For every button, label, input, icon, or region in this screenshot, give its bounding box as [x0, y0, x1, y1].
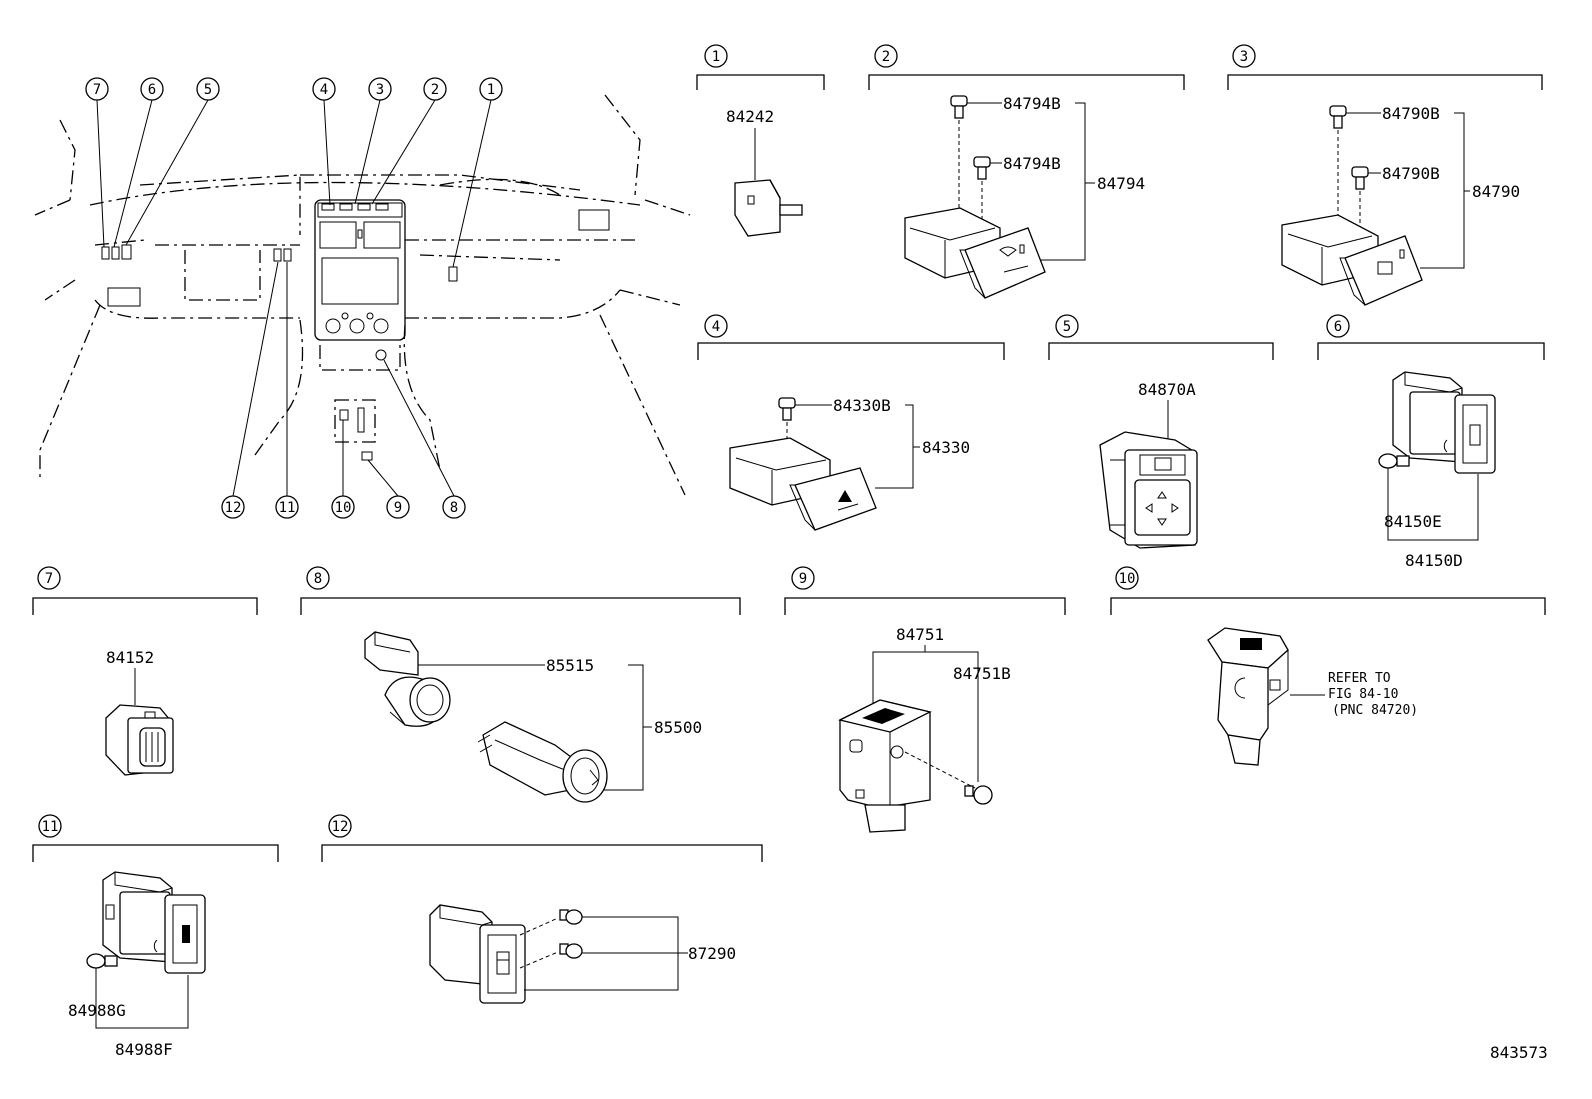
part-85515: 85515: [546, 656, 594, 675]
group-10: 10 REFER TO FIG 84-10 (PNC 84720): [1110, 566, 1546, 766]
overview-callout-9: 9: [386, 495, 410, 519]
overview-callout-12: 12: [221, 495, 245, 519]
bulb-84790B-upper: [1329, 105, 1347, 129]
svg-text:10: 10: [1119, 571, 1136, 587]
reference-line-1: REFER TO: [1328, 671, 1391, 686]
overview-callout-11: 11: [275, 495, 299, 519]
svg-text:1: 1: [487, 82, 495, 98]
switch-87290-shape: [429, 904, 526, 1004]
switch-84330-shape: [729, 437, 877, 531]
overview-callout-7: 7: [85, 77, 109, 101]
part-84794B-upper: 84794B: [1003, 94, 1061, 113]
part-84794B-lower: 84794B: [1003, 154, 1061, 173]
svg-text:5: 5: [1063, 319, 1071, 335]
part-84794: 84794: [1097, 174, 1145, 193]
switch-84988F-shape: [102, 871, 206, 974]
group-1: 1 84242: [696, 44, 825, 237]
bulb-84988G: [86, 953, 118, 969]
part-84150D: 84150D: [1405, 551, 1463, 570]
group-12: 12 87290: [321, 814, 763, 1004]
part-84330: 84330: [922, 438, 970, 457]
part-84751B: 84751B: [953, 664, 1011, 683]
part-84751: 84751: [896, 625, 944, 644]
switch-84150D-shape: [1392, 371, 1496, 474]
svg-text:6: 6: [148, 82, 156, 98]
svg-text:4: 4: [320, 82, 328, 98]
bulb-84794B-upper: [950, 95, 968, 119]
part-84988G: 84988G: [68, 1001, 126, 1020]
bulb-87290-lower: [559, 943, 583, 959]
reference-line-3: (PNC 84720): [1332, 703, 1418, 718]
switch-84242-shape: [734, 179, 803, 237]
part-84790: 84790: [1472, 182, 1520, 201]
part-84988F: 84988F: [115, 1040, 173, 1059]
bulb-84794B-lower: [973, 156, 991, 180]
socket-85515-shape: [364, 631, 451, 727]
overview-callout-10: 10: [331, 495, 355, 519]
bulb-84790B-lower: [1351, 166, 1369, 190]
switch-84870A-shape: [1099, 431, 1198, 549]
overview-callout-5: 5: [196, 77, 220, 101]
switch-84751-shape: [838, 699, 932, 833]
lighter-85500-shape: [477, 721, 608, 803]
overview-callout-4: 4: [312, 77, 336, 101]
group-8: 8 85515 85500: [300, 566, 741, 803]
svg-text:7: 7: [93, 82, 101, 98]
svg-text:12: 12: [332, 819, 349, 835]
svg-text:9: 9: [799, 571, 807, 587]
svg-text:11: 11: [279, 500, 296, 516]
part-84150E: 84150E: [1384, 512, 1442, 531]
part-84152: 84152: [106, 648, 154, 667]
part-84790B-lower: 84790B: [1382, 164, 1440, 183]
svg-text:3: 3: [376, 82, 384, 98]
reference-line-2: FIG 84-10: [1328, 687, 1398, 702]
part-84790B-upper: 84790B: [1382, 104, 1440, 123]
svg-text:2: 2: [431, 82, 439, 98]
bulb-87290-upper: [559, 909, 583, 925]
svg-text:6: 6: [1334, 319, 1342, 335]
svg-text:8: 8: [314, 571, 322, 587]
dashboard-overview: [34, 94, 691, 497]
bulb-84751B: [964, 785, 993, 805]
svg-text:4: 4: [712, 319, 720, 335]
svg-text:2: 2: [882, 49, 890, 65]
group-9: 9 84751 84751B: [784, 566, 1066, 833]
switch-84720-shape: [1207, 627, 1289, 766]
part-84870A: 84870A: [1138, 380, 1196, 399]
part-84330B: 84330B: [833, 396, 891, 415]
switch-84794-shape: [904, 207, 1046, 299]
part-87290: 87290: [688, 944, 736, 963]
group-2: 2 84794B 84794B 84794: [868, 44, 1185, 299]
svg-text:10: 10: [335, 500, 352, 516]
svg-text:5: 5: [204, 82, 212, 98]
group-4: 4 84330B 84330: [697, 314, 1005, 531]
svg-text:8: 8: [450, 500, 458, 516]
svg-text:7: 7: [45, 571, 53, 587]
switch-84790-shape: [1281, 214, 1423, 306]
part-85500: 85500: [654, 718, 702, 737]
bulb-84150E: [1378, 453, 1410, 469]
overview-callout-3: 3: [368, 77, 392, 101]
overview-callout-2: 2: [423, 77, 447, 101]
overview-callout-6: 6: [140, 77, 164, 101]
group-6: 6 84150E 84150D: [1317, 314, 1545, 570]
overview-callout-8: 8: [442, 495, 466, 519]
part-84242: 84242: [726, 107, 774, 126]
svg-text:9: 9: [394, 500, 402, 516]
overview-callout-1: 1: [479, 77, 503, 101]
svg-text:12: 12: [225, 500, 242, 516]
diagram-id: 843573: [1490, 1043, 1548, 1062]
group-7: 7 84152: [32, 566, 258, 776]
svg-text:1: 1: [712, 49, 720, 65]
bulb-84330B: [778, 397, 796, 421]
group-3: 3 84790B 84790B 84790: [1227, 44, 1543, 306]
switch-84152-shape: [105, 704, 174, 776]
group-5: 5 84870A: [1048, 314, 1274, 549]
group-11: 11 84988G 84988F: [32, 814, 279, 1059]
svg-text:11: 11: [42, 819, 59, 835]
svg-text:3: 3: [1240, 49, 1248, 65]
